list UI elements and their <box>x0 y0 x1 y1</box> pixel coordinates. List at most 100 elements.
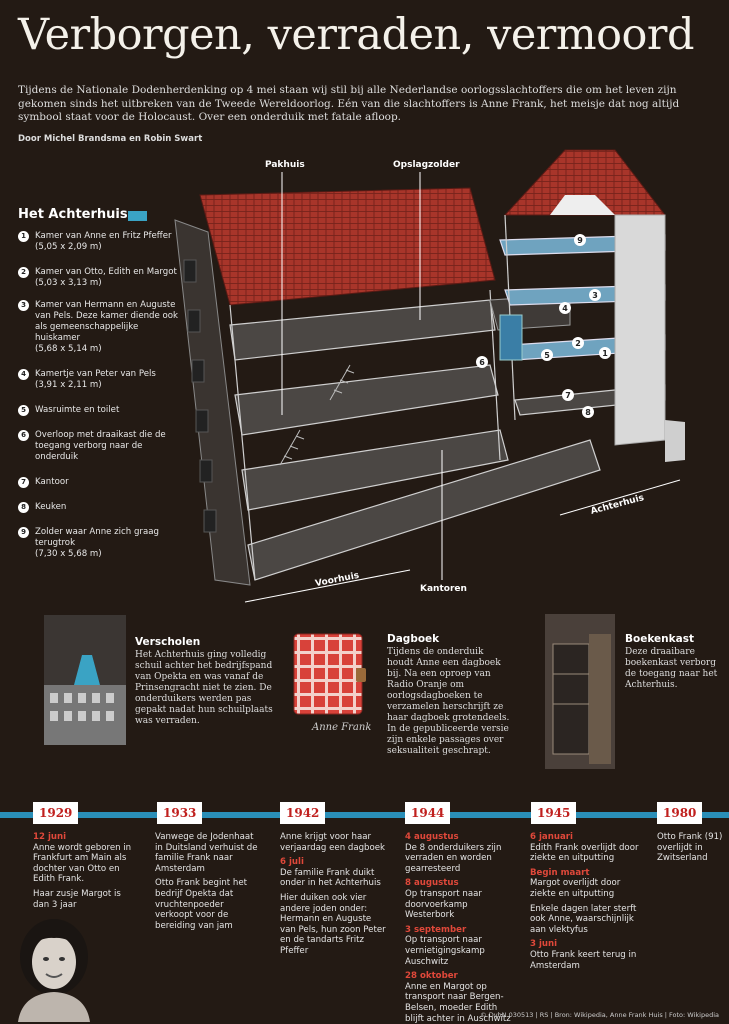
intro-text: Tijdens de Nationale Dodenherdenking op … <box>18 84 680 123</box>
event-date: 3 september <box>405 924 467 935</box>
event-text: De 8 onderduikers zijn verraden en worde… <box>405 842 502 874</box>
event-text: Op transport naar vernietigingskamp Ausc… <box>405 935 485 967</box>
room-legend: 1 Kamer van Anne en Fritz Pfeffer(5,05 x… <box>18 231 178 560</box>
legend-item-label: Kamer van Hermann en Auguste van Pels. D… <box>35 300 179 343</box>
verscholen-photo <box>44 615 126 745</box>
event-date: 3 juni <box>530 939 558 950</box>
number-badge: 2 <box>18 267 29 278</box>
dagboek-title: Dagboek <box>387 633 440 645</box>
house-cutaway-illustration: 9 3 4 2 1 5 6 7 8 <box>174 149 685 603</box>
dimension-lines <box>244 479 681 603</box>
legend-color-swatch <box>128 211 147 221</box>
stairs <box>279 364 355 466</box>
event-text: Edith Frank overlijdt door ziekte en uit… <box>530 842 639 864</box>
event-text: Margot overlijdt door ziekte en uitputti… <box>530 878 621 899</box>
label-opslagzolder: Opslagzolder <box>393 160 460 170</box>
legend-item: 3 Kamer van Hermann en Auguste van Pels.… <box>18 300 178 355</box>
dormer-window <box>550 195 615 215</box>
page-title: Verborgen, verraden, vermoord <box>18 10 695 60</box>
byline: Door Michel Brandsma en Robin Swart <box>18 134 203 144</box>
event-text: Otto Frank keert terug in Amsterdam <box>530 949 637 971</box>
event-text: Otto Frank begint het bedrijf Opekta dat… <box>155 878 248 931</box>
year-1929: 1929 <box>33 802 79 824</box>
legend-item-label: Overloop met draaikast die de toegang ve… <box>35 430 166 462</box>
legend-item-label: Kamer van Anne en Fritz Pfeffer <box>35 231 172 241</box>
number-badge: 9 <box>18 527 29 538</box>
leader-lines <box>281 172 443 580</box>
event-text: Vanwege de Jodenhaat in Duitsland verhui… <box>155 832 258 874</box>
legend-item-size: (3,91 x 2,11 m) <box>35 380 102 390</box>
boekenkast-title: Boekenkast <box>625 633 694 645</box>
legend-item-size: (5,03 x 3,13 m) <box>35 278 102 288</box>
legend-item-label: Kamertje van Peter van Pels <box>35 369 156 379</box>
legend-item: 6 Overloop met draaikast die de toegang … <box>18 430 178 463</box>
legend-item: 7 Kantoor <box>18 477 178 488</box>
year-1980: 1980 <box>657 802 703 824</box>
credit-line: © DvhN 030513 | RS | Bron: Wikipedia, An… <box>480 1011 719 1019</box>
anne-frank-signature: Anne Frank <box>312 722 372 733</box>
verscholen-title: Verscholen <box>135 636 201 648</box>
verscholen-text: Het Achterhuis ging volledig schuil acht… <box>135 650 273 726</box>
event-date: 12 juni <box>33 832 67 842</box>
event-date: Begin maart <box>530 867 590 878</box>
number-badge: 1 <box>18 231 29 242</box>
revolving-bookcase <box>499 314 523 361</box>
number-badge: 5 <box>18 405 29 416</box>
legend-item-label: Wasruimte en toilet <box>35 405 120 415</box>
event-date: 4 augustus <box>405 832 459 842</box>
label-kantoren: Kantoren <box>420 584 467 594</box>
timeline-1942: Anne krijgt voor haar verjaardag een dag… <box>280 832 388 961</box>
number-badge: 8 <box>18 502 29 513</box>
legend-item: 1 Kamer van Anne en Fritz Pfeffer(5,05 x… <box>18 231 178 253</box>
number-badge: 3 <box>18 300 29 311</box>
year-1942: 1942 <box>280 802 326 824</box>
event-date: 6 januari <box>530 832 573 842</box>
dagboek-text: Tijdens de onderduik houdt Anne een dagb… <box>387 647 510 756</box>
front-roof <box>199 187 496 306</box>
event-text: Op transport naar doorvoerkamp Westerbor… <box>405 888 482 921</box>
event-text: Otto Frank (91) overlijdt in Zwitserland <box>657 832 723 864</box>
legend-item-label: Kantoor <box>35 477 69 487</box>
rear-side-wall <box>614 214 666 446</box>
boekenkast-text: Deze draaibare boekenkast verborg de toe… <box>625 647 718 690</box>
legend-item: 8 Keuken <box>18 502 178 513</box>
year-1944: 1944 <box>405 802 451 824</box>
event-text: Anne wordt geboren in Frankfurt am Main … <box>33 842 132 885</box>
marker-1: 1 <box>602 349 608 358</box>
timeline-bar <box>0 812 729 818</box>
marker-4: 4 <box>562 304 568 313</box>
number-badge: 6 <box>18 430 29 441</box>
legend-item: 9 Zolder waar Anne zich graag terugtrok(… <box>18 527 178 560</box>
legend-item-size: (5,68 x 5,14 m) <box>35 344 102 354</box>
timeline-1933: Vanwege de Jodenhaat in Duitsland verhui… <box>155 832 263 935</box>
year-1933: 1933 <box>157 802 203 824</box>
legend-item: 2 Kamer van Otto, Edith en Margot(5,03 x… <box>18 267 178 289</box>
legend-item-label: Kamer van Otto, Edith en Margot <box>35 267 177 277</box>
event-text: Anne krijgt voor haar verjaardag een dag… <box>280 832 386 853</box>
legend-item-label: Zolder waar Anne zich graag terugtrok <box>35 527 159 548</box>
diary-icon <box>293 633 366 715</box>
legend-item: 4 Kamertje van Peter van Pels(3,91 x 2,1… <box>18 369 178 391</box>
event-text: Enkele dagen later sterft ook Anne, waar… <box>530 903 637 935</box>
room-markers: 9 3 4 2 1 5 6 7 8 <box>476 234 611 418</box>
event-text: De familie Frank duikt onder in het Acht… <box>280 867 381 889</box>
marker-6: 6 <box>479 358 485 367</box>
legend-item-size: (5,05 x 2,09 m) <box>35 242 102 252</box>
label-pakhuis: Pakhuis <box>265 160 305 170</box>
marker-2: 2 <box>575 339 581 348</box>
event-text: Haar zusje Margot is dan 3 jaar <box>33 888 121 910</box>
marker-8: 8 <box>585 408 591 417</box>
marker-5: 5 <box>544 351 550 360</box>
annex-wall <box>665 420 685 462</box>
event-text: Anne en Margot op transport naar Bergen-… <box>405 981 511 1024</box>
building-frame <box>229 289 501 581</box>
legend-item-size: (7,30 x 5,68 m) <box>35 549 102 559</box>
legend-item-label: Keuken <box>35 502 67 512</box>
event-date: 8 augustus <box>405 878 459 889</box>
number-badge: 7 <box>18 477 29 488</box>
marker-7: 7 <box>565 391 571 400</box>
timeline-1980: Otto Frank (91) overlijdt in Zwitserland <box>657 832 727 868</box>
number-badge: 4 <box>18 369 29 380</box>
